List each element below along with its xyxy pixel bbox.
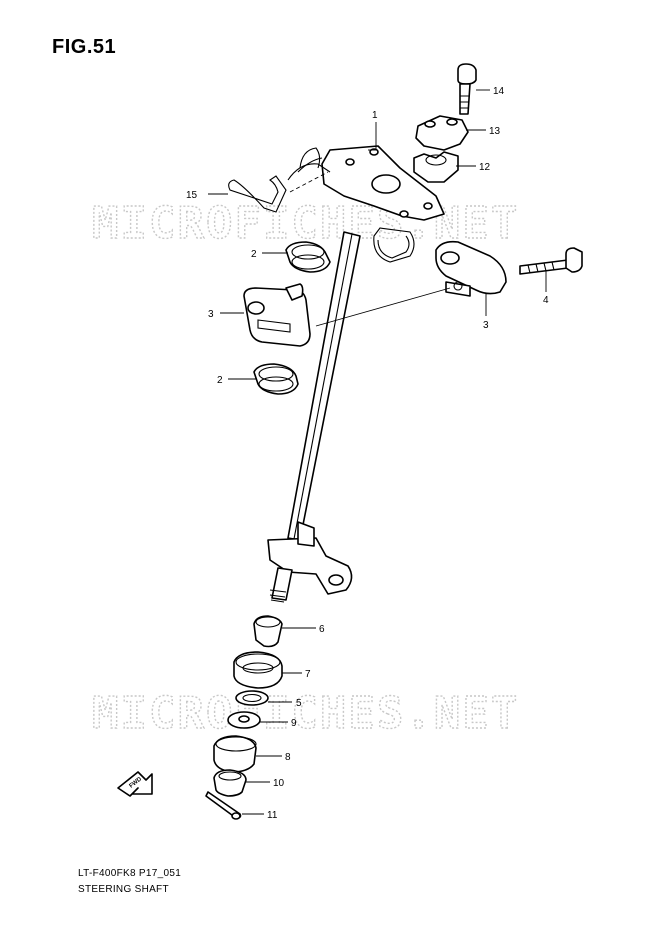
callout-7: 7: [305, 669, 311, 680]
model-code: LT-F400FK8 P17_051: [78, 868, 182, 879]
steering-shaft: [267, 145, 445, 603]
callout-15: 15: [186, 190, 198, 201]
callout-4: 4: [543, 295, 549, 306]
handlebar-holder-lower: [413, 151, 459, 183]
callout-1: 1: [372, 110, 378, 121]
callout-5: 5: [296, 698, 302, 709]
callout-13: 13: [489, 126, 501, 137]
bearing: [233, 651, 283, 689]
callout-3-left: 3: [208, 309, 214, 320]
figure-title: FIG.51: [52, 36, 117, 58]
callout-10: 10: [273, 778, 285, 789]
callout-2-upper: 2: [251, 249, 257, 260]
shaft-holder-right: [435, 240, 507, 297]
bolt-handlebar: [457, 63, 477, 115]
shaft-holder-left: [243, 283, 311, 347]
collar: [253, 615, 283, 648]
callout-12: 12: [479, 162, 491, 173]
callout-14: 14: [493, 86, 505, 97]
section-name: STEERING SHAFT: [78, 884, 169, 895]
handlebar-holder-upper: [415, 115, 469, 151]
watermark-bottom: MICROFICHES.NET: [92, 688, 519, 739]
callout-3-right: 3: [483, 320, 489, 331]
leader-lines: [208, 89, 547, 815]
bush-cup: [213, 735, 257, 773]
callout-11: 11: [267, 810, 278, 821]
castle-nut: [213, 769, 247, 797]
bolt-holder: [519, 247, 583, 275]
oil-seal: [235, 690, 269, 706]
forward-arrow-icon: FWD: [117, 771, 153, 797]
washer: [227, 711, 261, 729]
bushing-upper: [285, 241, 331, 273]
bushing-lower: [253, 363, 299, 395]
callout-9: 9: [291, 718, 297, 729]
wire-clip: [228, 147, 331, 213]
callout-2-lower: 2: [217, 375, 223, 386]
watermark-top: MICROFICHES.NET: [92, 198, 519, 249]
cotter-pin: [205, 791, 242, 820]
callout-8: 8: [285, 752, 291, 763]
callout-6: 6: [319, 624, 325, 635]
